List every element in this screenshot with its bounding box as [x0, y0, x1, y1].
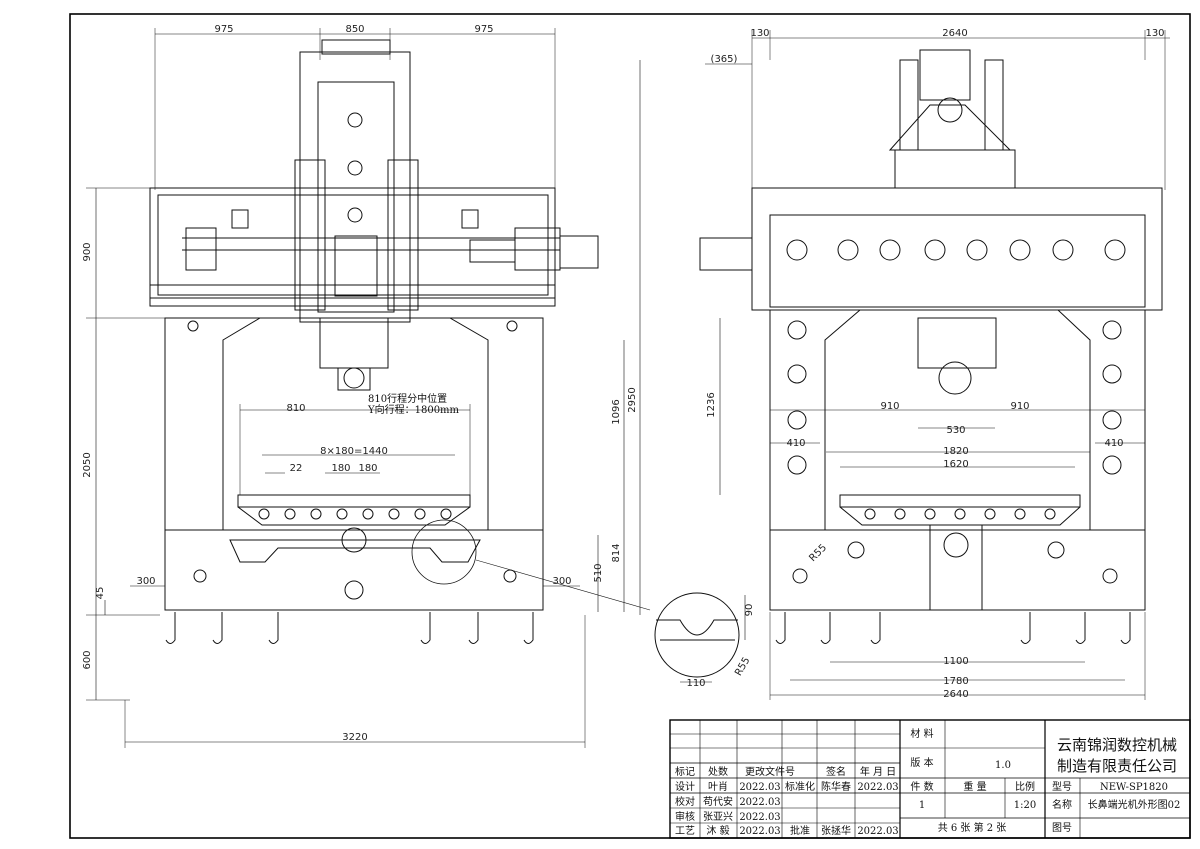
travel-note-1: 810行程分中位置 — [368, 392, 447, 405]
dim-530: 530 — [946, 425, 965, 436]
header-change-doc: 更改文件号 — [745, 765, 795, 778]
dim-45: 45 — [95, 587, 106, 600]
row-date: 2022.03 — [739, 812, 780, 823]
name-label: 名称 — [1052, 798, 1072, 811]
drawing-no-label: 图号 — [1052, 822, 1072, 834]
row-name2: 张拯华 — [821, 824, 851, 837]
front-view — [86, 28, 651, 748]
scale-label: 比例 — [1015, 780, 1035, 793]
weight-label: 重 量 — [963, 780, 986, 793]
dim-600: 600 — [82, 650, 93, 669]
row-role: 校对 — [675, 795, 695, 808]
dim-2640-bottom: 2640 — [943, 689, 968, 700]
scale-value: 1:20 — [1014, 800, 1036, 811]
title-block — [669, 719, 1191, 839]
dim-1620: 1620 — [943, 459, 968, 470]
dim-180-a: 180 — [331, 463, 350, 474]
dim-1236: 1236 — [706, 392, 717, 417]
dim-3220: 3220 — [342, 732, 367, 743]
version-label: 版 本 — [910, 756, 933, 769]
header-mark: 标记 — [675, 766, 695, 778]
side-view — [699, 30, 1170, 700]
dim-510: 510 — [593, 563, 604, 582]
count-value: 1 — [919, 800, 925, 811]
dim-365: (365) — [711, 54, 738, 65]
drawing-frame — [69, 13, 1191, 839]
travel-note-2: Y向行程：1800mm — [367, 403, 460, 416]
header-count: 处数 — [708, 765, 728, 778]
row-name: 沐 毅 — [706, 824, 729, 837]
row-name: 苟代安 — [703, 795, 733, 808]
dim-850: 850 — [345, 24, 364, 35]
row-date: 2022.03 — [739, 797, 780, 808]
company-name-line1: 云南锦润数控机械 — [1057, 736, 1177, 754]
dim-814: 814 — [611, 543, 622, 562]
dim-300-right: 300 — [552, 576, 571, 587]
material-label: 材 料 — [910, 727, 933, 740]
dim-2050: 2050 — [82, 452, 93, 477]
detail-view — [654, 592, 746, 683]
dim-22: 22 — [290, 463, 303, 474]
model-label: 型号 — [1052, 780, 1072, 793]
dim-130-left: 130 — [750, 28, 769, 39]
company-name-line2: 制造有限责任公司 — [1057, 757, 1177, 775]
dim-1100: 1100 — [943, 656, 968, 667]
signature-row: 审核 张亚兴 2022.03 — [675, 810, 781, 823]
dim-975-left: 975 — [214, 24, 233, 35]
signature-row: 设计 叶肖 2022.03 标准化 陈华春 2022.03 — [675, 780, 899, 793]
dim-1780: 1780 — [943, 676, 968, 687]
header-signature: 签名 — [826, 765, 846, 778]
dim-110: 110 — [686, 678, 705, 689]
signature-row: 工艺 沐 毅 2022.03 批准 张拯华 2022.03 — [675, 824, 899, 837]
row-role: 审核 — [675, 810, 695, 823]
dim-810: 810 — [286, 403, 305, 414]
dim-1820: 1820 — [943, 446, 968, 457]
row-name2: 陈华春 — [821, 780, 851, 793]
dim-90: 90 — [744, 604, 755, 617]
row-name: 张亚兴 — [703, 811, 733, 823]
dim-130-right: 130 — [1145, 28, 1164, 39]
dim-2950: 2950 — [627, 387, 638, 412]
header-date: 年 月 日 — [860, 765, 896, 778]
dim-910-left: 910 — [880, 401, 899, 412]
signature-row: 校对 苟代安 2022.03 — [675, 795, 781, 808]
dim-410-right: 410 — [1104, 438, 1123, 449]
dim-410-left: 410 — [786, 438, 805, 449]
sheets-text: 共 6 张 第 2 张 — [938, 821, 1007, 834]
model-value: NEW-SP1820 — [1100, 782, 1168, 793]
row-date2: 2022.03 — [857, 826, 898, 837]
row-date: 2022.03 — [739, 782, 780, 793]
dim-2640-top: 2640 — [942, 28, 967, 39]
dim-975-right: 975 — [474, 24, 493, 35]
row-role: 设计 — [675, 780, 695, 793]
row-role2: 批准 — [790, 824, 810, 837]
row-name: 叶肖 — [708, 780, 728, 793]
dim-910-right: 910 — [1010, 401, 1029, 412]
version-value: 1.0 — [995, 760, 1011, 771]
dim-pitch: 8×180=1440 — [320, 446, 388, 457]
name-value: 长鼻端光机外形图02 — [1088, 798, 1181, 811]
dim-r55-side: R55 — [807, 542, 829, 564]
dim-300-left: 300 — [136, 576, 155, 587]
row-role: 工艺 — [675, 825, 695, 837]
row-role2: 标准化 — [785, 780, 815, 793]
row-date: 2022.03 — [739, 826, 780, 837]
dim-900: 900 — [82, 242, 93, 261]
dim-180-b: 180 — [358, 463, 377, 474]
row-date2: 2022.03 — [857, 782, 898, 793]
dim-r55-detail: R55 — [733, 655, 752, 678]
dim-1096: 1096 — [611, 399, 622, 424]
count-label: 件 数 — [910, 780, 933, 793]
